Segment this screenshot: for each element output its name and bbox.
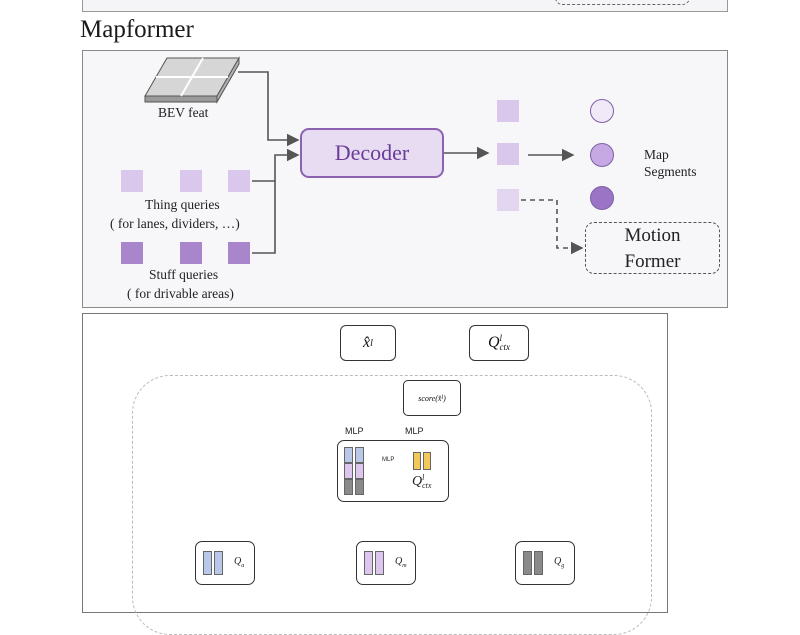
map-segment-circle xyxy=(590,99,614,123)
qg-bar xyxy=(523,551,532,575)
output-q-symbol: Q xyxy=(487,334,500,351)
qa-sub: a xyxy=(241,563,245,569)
center-q-sub: ctx xyxy=(422,481,432,490)
qm-bar xyxy=(364,551,373,575)
output-q-sup: l xyxy=(499,333,503,343)
thing-query-square xyxy=(121,170,143,192)
qa-bar xyxy=(214,551,223,575)
bev-grid-icon xyxy=(144,56,240,104)
thing-queries-label: Thing queries xyxy=(145,197,220,212)
mlp-inner-label: MLP xyxy=(382,457,395,463)
qg-block: Qg xyxy=(515,541,575,585)
stuff-query-square xyxy=(228,242,250,264)
output-query-square xyxy=(497,143,519,165)
stuff-query-square xyxy=(180,242,202,264)
qa-symbol: Q xyxy=(234,556,242,567)
score-text: score(x̂ xyxy=(418,393,442,403)
qa-block: Qa xyxy=(195,541,255,585)
bev-feat-label: BEV feat xyxy=(158,105,209,120)
output-q-sub: ctx xyxy=(499,342,511,352)
stacked-query-bar xyxy=(344,447,353,495)
output-query-square xyxy=(497,189,519,211)
score-close: ) xyxy=(443,393,446,403)
qg-bar xyxy=(534,551,543,575)
qg-symbol: Q xyxy=(554,556,562,567)
center-q-sup: l xyxy=(422,473,425,482)
map-segment-circle xyxy=(590,143,614,167)
detail-dashed-region xyxy=(132,375,652,635)
thing-query-square xyxy=(228,170,250,192)
output-query-square xyxy=(497,100,519,122)
qg-label: Qg xyxy=(554,556,564,569)
qm-symbol: Q xyxy=(395,556,403,567)
qg-sub: g xyxy=(561,563,565,569)
map-segments-sublabel: Segments xyxy=(644,164,697,179)
motion-former-block: Motion Former xyxy=(585,222,720,274)
qm-bar xyxy=(375,551,384,575)
previous-panel xyxy=(82,0,728,12)
center-q-symbol: Q xyxy=(412,474,423,490)
stuff-query-square xyxy=(121,242,143,264)
qm-sub: m xyxy=(402,563,407,569)
ctx-query-bar xyxy=(423,452,431,470)
stuff-queries-sublabel: ( for drivable areas) xyxy=(127,286,234,301)
qa-bar xyxy=(203,551,212,575)
map-segments-label: Map xyxy=(644,147,669,162)
motion-former-line1: Motion xyxy=(624,225,681,246)
stacked-query-bar xyxy=(355,447,364,495)
motion-former-line2: Former xyxy=(624,251,681,272)
decoder-block: Decoder xyxy=(300,128,444,178)
qm-label: Qm xyxy=(395,556,407,569)
output-x-sup: l xyxy=(370,337,373,349)
mlp-left-label: MLP xyxy=(345,426,364,436)
score-sup: l xyxy=(441,395,444,401)
mlp-right-label: MLP xyxy=(405,426,424,436)
figure-title: Mapformer xyxy=(80,16,194,43)
map-segment-circle xyxy=(590,186,614,210)
ctx-query-bar xyxy=(413,452,421,470)
output-x-symbol: x̂ xyxy=(363,334,371,351)
output-x-box: x̂l xyxy=(340,325,396,361)
stuff-queries-label: Stuff queries xyxy=(149,267,219,282)
qa-label: Qa xyxy=(234,556,244,569)
score-box: score(x̂l) xyxy=(403,380,461,416)
thing-query-square xyxy=(180,170,202,192)
thing-queries-sublabel: ( for lanes, dividers, …) xyxy=(110,216,240,231)
qm-block: Qm xyxy=(356,541,416,585)
